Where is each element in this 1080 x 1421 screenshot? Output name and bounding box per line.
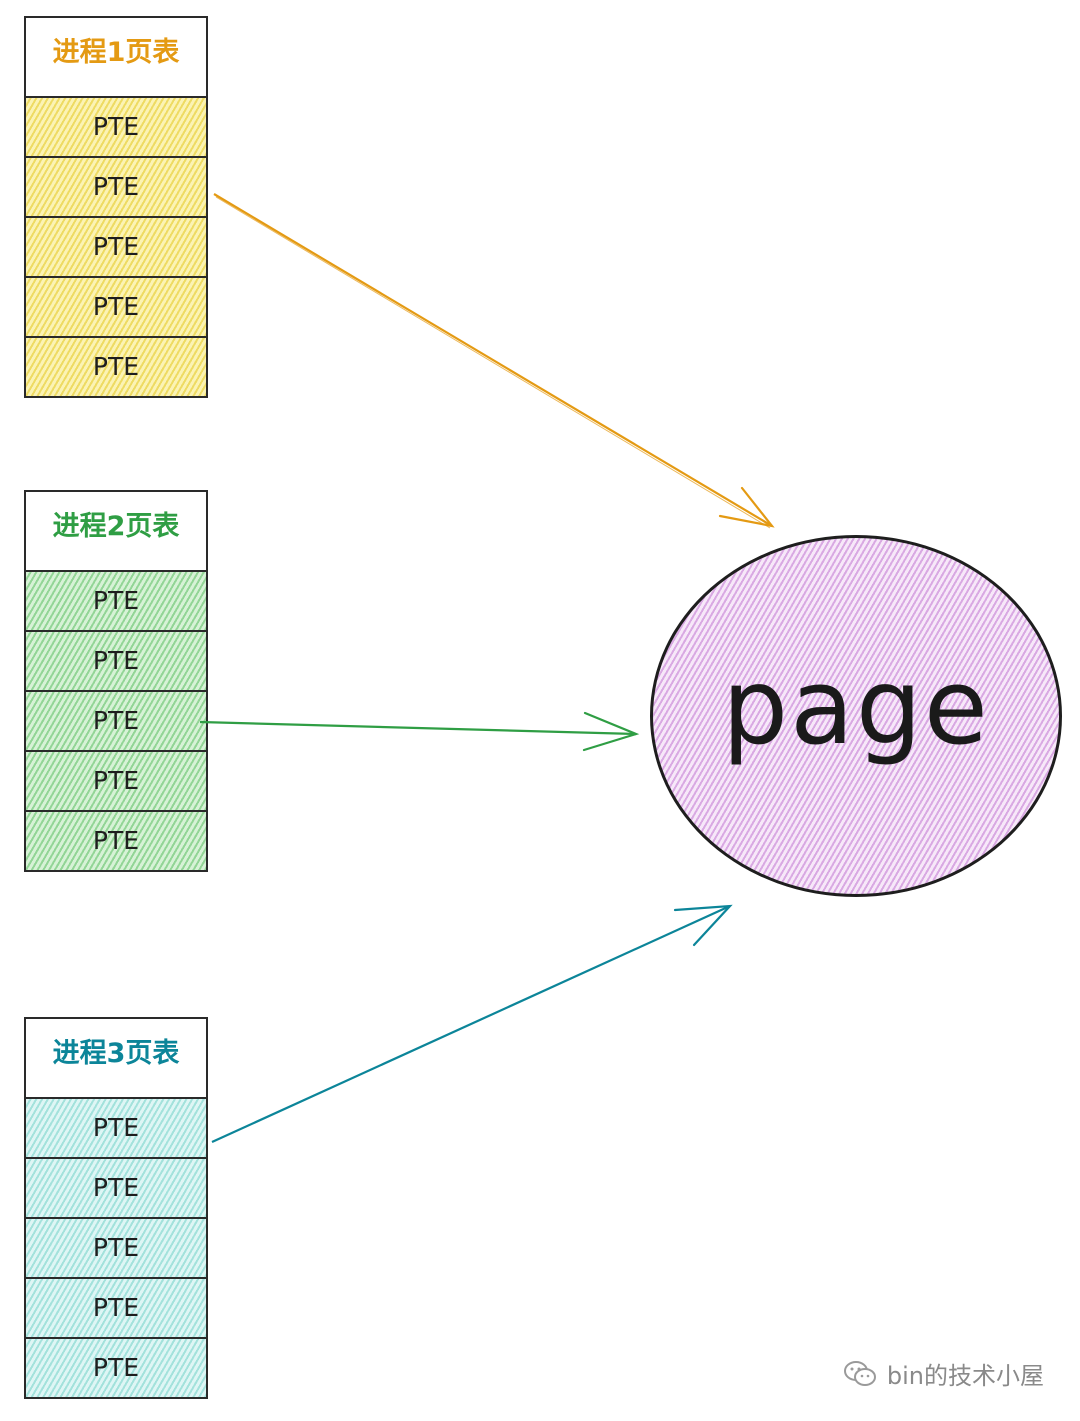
pte-entry: PTE [26,632,206,692]
page-table-process-3: 进程3页表 PTE PTE PTE PTE PTE [24,1017,208,1399]
pte-entry: PTE [26,218,206,278]
pte-entry: PTE [26,692,206,752]
pte-entry: PTE [26,752,206,812]
table-title: 进程1页表 [26,18,206,98]
page-table-process-2: 进程2页表 PTE PTE PTE PTE PTE [24,490,208,872]
watermark-text: bin的技术小屋 [886,1362,1044,1390]
page-label: page [722,646,990,768]
pte-entry: PTE [26,1159,206,1219]
table-title: 进程3页表 [26,1019,206,1099]
pte-entry: PTE [26,338,206,396]
pte-entry: PTE [26,98,206,158]
arrow-process-1-to-page [213,193,775,529]
page-table-process-1: 进程1页表 PTE PTE PTE PTE PTE [24,16,208,398]
arrow-process-3-to-page [211,904,733,1144]
page-node: page [650,535,1062,897]
pte-entry: PTE [26,158,206,218]
pte-entry: PTE [26,812,206,870]
pte-entry: PTE [26,572,206,632]
pte-entry: PTE [26,278,206,338]
watermark: bin的技术小屋 [843,1356,1044,1391]
pte-entry: PTE [26,1339,206,1397]
pte-entry: PTE [26,1099,206,1159]
arrow-process-2-to-page [199,711,640,752]
pte-entry: PTE [26,1279,206,1339]
pte-entry: PTE [26,1219,206,1279]
wechat-icon [843,1360,876,1386]
table-title: 进程2页表 [26,492,206,572]
